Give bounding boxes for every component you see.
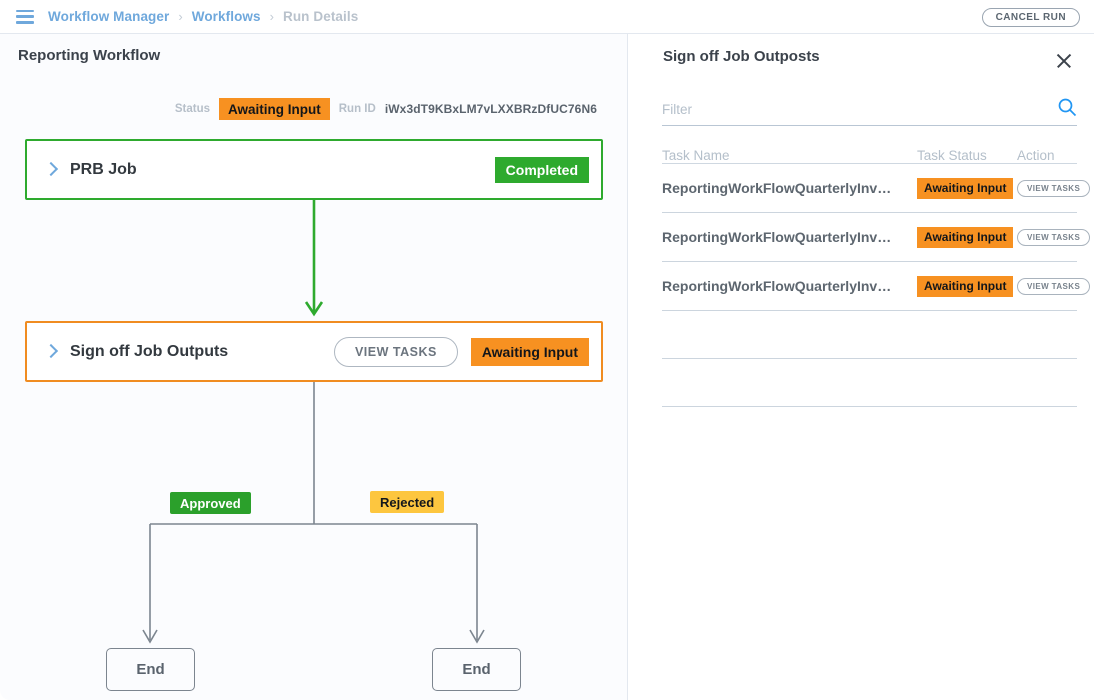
node-label: PRB Job bbox=[70, 160, 137, 178]
end-node-left: End bbox=[106, 648, 195, 691]
tasks-table: Task Name Task Status Action ReportingWo… bbox=[662, 134, 1091, 407]
table-row[interactable]: ReportingWorkFlowQuarterlyInv… Awaiting … bbox=[662, 213, 1091, 262]
node-status-badge: Awaiting Input bbox=[470, 337, 589, 366]
breadcrumb-workflow-manager[interactable]: Workflow Manager bbox=[48, 9, 170, 24]
breadcrumb-separator: › bbox=[178, 9, 183, 24]
cell-task-status: Awaiting Input bbox=[917, 275, 1017, 297]
node-status-badge: Completed bbox=[494, 156, 589, 183]
branch-label-rejected: Rejected bbox=[370, 491, 445, 513]
cancel-run-button[interactable]: CANCEL RUN bbox=[981, 8, 1080, 27]
view-tasks-button[interactable]: VIEW TASKS bbox=[1017, 179, 1091, 197]
column-header-action: Action bbox=[1017, 148, 1055, 163]
status-label: Status bbox=[174, 103, 210, 115]
filter-field-wrapper bbox=[662, 96, 1077, 126]
cell-task-name: ReportingWorkFlowQuarterlyInv… bbox=[662, 229, 892, 245]
workflow-diagram-panel: Reporting Workflow Status Awaiting Input… bbox=[0, 34, 628, 700]
search-icon[interactable] bbox=[1057, 97, 1077, 117]
cell-action: VIEW TASKS bbox=[1017, 179, 1091, 197]
column-header-task-status: Task Status bbox=[917, 148, 987, 163]
panel-title: Sign off Job Outposts bbox=[663, 48, 820, 65]
run-status-badge: Awaiting Input bbox=[219, 98, 330, 120]
view-tasks-button[interactable]: VIEW TASKS bbox=[1017, 277, 1091, 295]
cell-task-name: ReportingWorkFlowQuarterlyInv… bbox=[662, 180, 892, 196]
cell-task-status: Awaiting Input bbox=[917, 177, 1017, 199]
status-badge: Awaiting Input bbox=[917, 226, 1014, 248]
task-details-panel: Sign off Job Outposts Task Name Task Sta… bbox=[629, 34, 1094, 700]
close-icon[interactable] bbox=[1055, 52, 1073, 70]
run-meta-row: Status Awaiting Input Run ID iWx3dT9KBxL… bbox=[175, 98, 597, 120]
node-label: Sign off Job Outputs bbox=[70, 342, 229, 360]
table-row-empty bbox=[662, 311, 1077, 359]
table-row[interactable]: ReportingWorkFlowQuarterlyInv… Awaiting … bbox=[662, 262, 1091, 311]
branch-label-approved: Approved bbox=[170, 492, 251, 514]
flow-connectors bbox=[142, 200, 485, 644]
breadcrumb-workflows[interactable]: Workflows bbox=[191, 9, 261, 24]
end-node-right: End bbox=[432, 648, 521, 691]
run-id-label: Run ID bbox=[338, 103, 376, 115]
table-header-row: Task Name Task Status Action bbox=[662, 134, 1077, 164]
breadcrumb-run-details: Run Details bbox=[282, 9, 359, 24]
cell-task-name: ReportingWorkFlowQuarterlyInv… bbox=[662, 278, 892, 294]
chevron-right-icon[interactable] bbox=[44, 162, 59, 177]
page-title: Reporting Workflow bbox=[18, 47, 161, 64]
view-tasks-button[interactable]: VIEW TASKS bbox=[333, 336, 458, 367]
workflow-node-sign-off-job-outputs[interactable]: Sign off Job Outputs VIEW TASKS Awaiting… bbox=[25, 321, 603, 382]
workflow-node-prb-job[interactable]: PRB Job Completed bbox=[25, 139, 603, 200]
cell-action: VIEW TASKS bbox=[1017, 228, 1091, 246]
table-row[interactable]: ReportingWorkFlowQuarterlyInv… Awaiting … bbox=[662, 164, 1091, 213]
status-badge: Awaiting Input bbox=[917, 177, 1014, 199]
status-badge: Awaiting Input bbox=[917, 275, 1014, 297]
cell-task-status: Awaiting Input bbox=[917, 226, 1017, 248]
view-tasks-button[interactable]: VIEW TASKS bbox=[1017, 228, 1091, 246]
node-actions: Completed bbox=[494, 156, 589, 183]
column-header-task-name: Task Name bbox=[662, 148, 730, 163]
chevron-right-icon[interactable] bbox=[44, 344, 59, 359]
run-id-value: iWx3dT9KBxLM7vLXXBRzDfUC76N6 bbox=[384, 102, 597, 116]
breadcrumb-separator: › bbox=[269, 9, 274, 24]
hamburger-icon[interactable] bbox=[16, 9, 34, 24]
filter-input[interactable] bbox=[662, 96, 1042, 122]
table-row-empty bbox=[662, 359, 1077, 407]
cell-action: VIEW TASKS bbox=[1017, 277, 1091, 295]
node-actions: VIEW TASKS Awaiting Input bbox=[333, 336, 589, 367]
top-bar: Workflow Manager › Workflows › Run Detai… bbox=[0, 0, 1094, 34]
